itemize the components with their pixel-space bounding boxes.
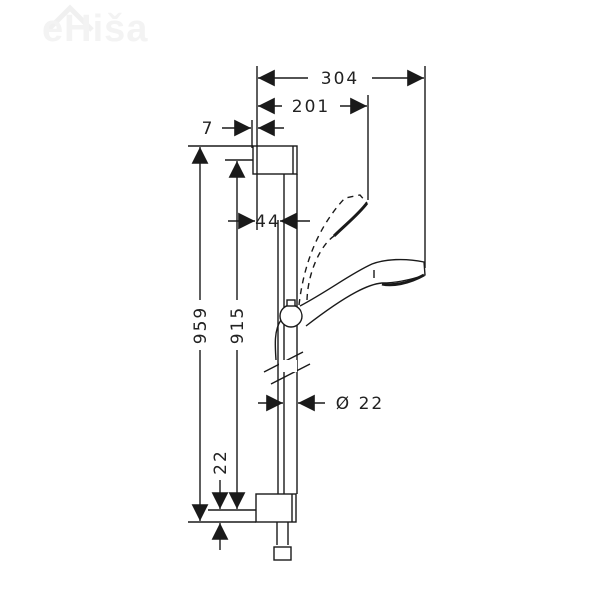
- label-201: 201: [292, 97, 330, 117]
- label-7: 7: [202, 119, 215, 139]
- house-icon: [46, 4, 94, 32]
- hose-connector: [273, 546, 292, 561]
- hose: [274, 319, 282, 361]
- slider-knob: [279, 304, 303, 328]
- label-22: 22: [211, 449, 231, 475]
- label-44: 44: [255, 212, 281, 232]
- label-915: 915: [228, 306, 248, 344]
- hand-shower-spray-face: [381, 273, 425, 287]
- watermark-logo: eHiša: [10, 0, 190, 60]
- label-959: 959: [191, 306, 211, 344]
- watermark-text: eHiša: [42, 8, 149, 50]
- hand-shower-alt-position: [298, 194, 368, 306]
- label-diameter: Ø 22: [336, 394, 384, 414]
- hand-shower: [299, 258, 426, 327]
- top-wall-bracket: [252, 145, 298, 175]
- bottom-wall-bracket: [255, 493, 297, 523]
- hand-shower-alt-spray-face: [332, 202, 369, 238]
- label-304: 304: [321, 69, 359, 89]
